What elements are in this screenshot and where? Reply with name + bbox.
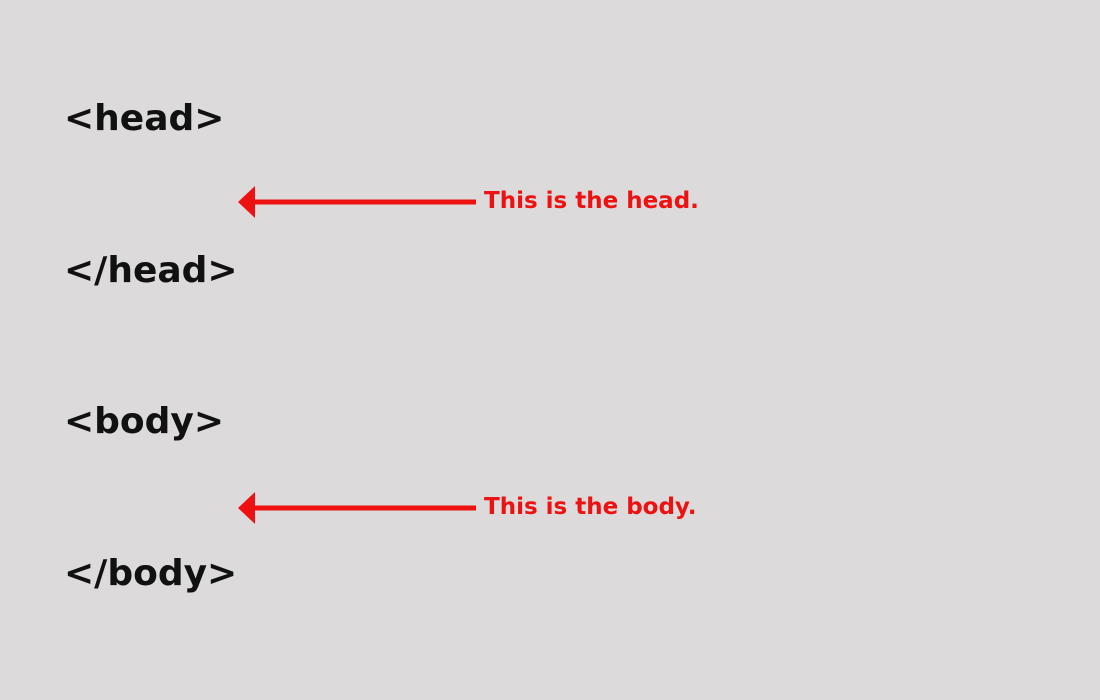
head-open-tag: <head> [64,98,225,139]
left-arrow-icon [238,186,476,218]
left-arrow-icon [238,492,476,524]
body-annotation-label: This is the body. [484,494,697,520]
head-annotation-label: This is the head. [484,188,699,214]
body-close-tag: </body> [64,553,238,594]
body-open-tag: <body> [64,401,225,442]
head-annotation: This is the head. [236,184,756,220]
body-annotation: This is the body. [236,490,756,526]
head-close-tag: </head> [64,250,238,291]
